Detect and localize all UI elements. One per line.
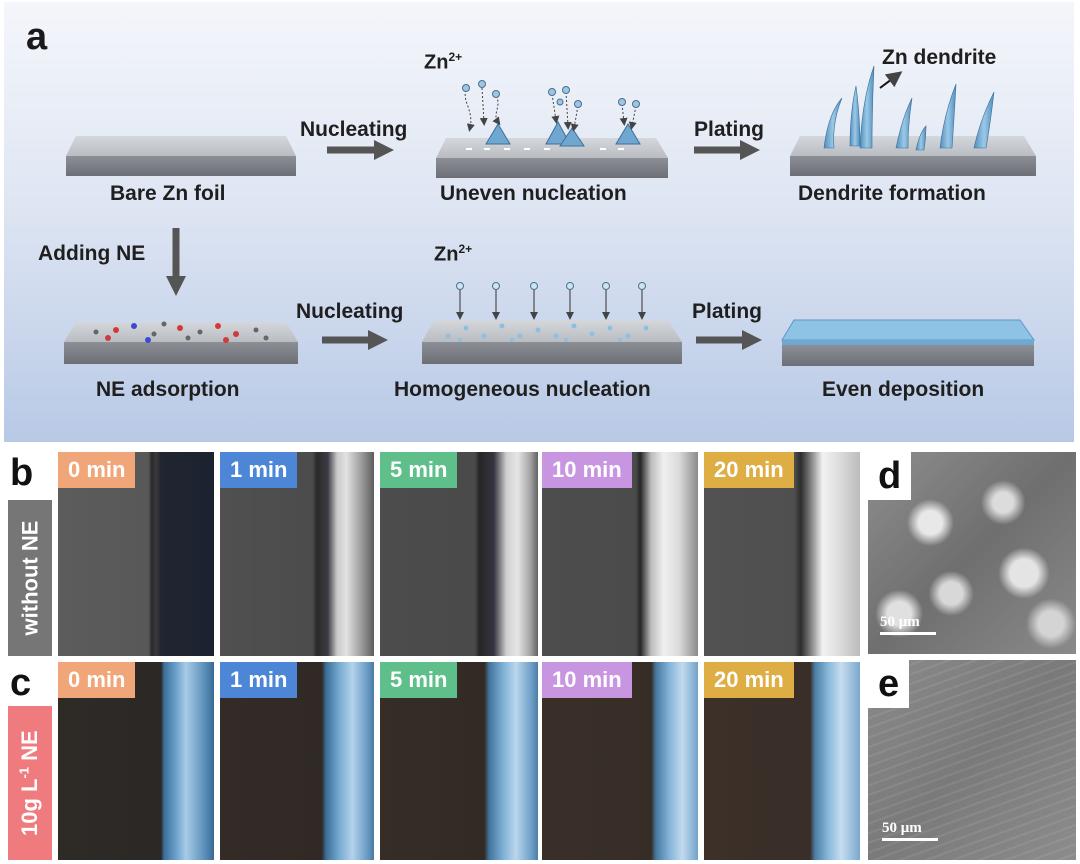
step-plating-2: Plating — [692, 300, 763, 323]
photo-b-1min: 1 min — [220, 452, 374, 656]
even-deposition-foil — [781, 319, 1035, 366]
scale-bar-e: 50 μm — [882, 820, 938, 841]
time-tag-c-1min: 1 min — [220, 662, 298, 698]
row-label-10g-ne: 10g L-1 NE — [8, 706, 52, 860]
sem-image-d: d 50 μm — [868, 452, 1076, 654]
time-tag-10min: 10 min — [542, 452, 632, 488]
photo-c-20min: 20 min — [704, 662, 860, 860]
photo-c-10min: 10 min — [542, 662, 698, 860]
photo-b-5min: 5 min — [380, 452, 538, 656]
zn-ion-label-1: Zn2+ — [424, 50, 463, 74]
photo-c-1min: 1 min — [220, 662, 374, 860]
time-tag-c-0min: 0 min — [58, 662, 136, 698]
step-adding-ne: Adding NE — [38, 242, 146, 265]
caption-uneven-nucleation: Uneven nucleation — [440, 182, 627, 205]
zn-ion-label-2: Zn2+ — [434, 242, 473, 266]
caption-ne-adsorption: NE adsorption — [96, 378, 240, 401]
scale-bar-d: 50 μm — [880, 614, 936, 635]
photo-b-20min: 20 min — [704, 452, 860, 656]
time-tag-c-20min: 20 min — [704, 662, 794, 698]
panel-d-label: d — [868, 452, 912, 500]
row-label-without-ne: without NE — [8, 500, 52, 656]
photo-b-0min: 0 min — [58, 452, 214, 656]
uneven-nucleation-foil — [436, 80, 668, 178]
caption-dendrite-formation: Dendrite formation — [798, 182, 986, 205]
dendrite-formation-foil — [790, 65, 1036, 176]
caption-even-deposition: Even deposition — [822, 378, 985, 401]
panel-a-schematic: a — [4, 2, 1074, 442]
zn-dendrite-label: Zn dendrite — [882, 46, 997, 69]
ne-adsorption-foil — [64, 321, 298, 364]
time-tag-c-10min: 10 min — [542, 662, 632, 698]
step-nucleating-1: Nucleating — [300, 118, 408, 141]
time-tag-c-5min: 5 min — [380, 662, 458, 698]
step-plating-1: Plating — [694, 118, 765, 141]
homogeneous-nucleation-foil — [422, 282, 682, 364]
bare-zn-foil — [66, 136, 296, 176]
photo-c-0min: 0 min — [58, 662, 214, 860]
panel-e-label: e — [868, 660, 910, 708]
sem-image-e: e 50 μm — [868, 660, 1076, 860]
time-tag-5min: 5 min — [380, 452, 458, 488]
panel-a-label: a — [26, 16, 48, 58]
time-tag-1min: 1 min — [220, 452, 298, 488]
caption-homogeneous-nucleation: Homogeneous nucleation — [394, 378, 651, 401]
time-tag-0min: 0 min — [58, 452, 136, 488]
step-nucleating-2: Nucleating — [296, 300, 404, 323]
photo-b-10min: 10 min — [542, 452, 698, 656]
panel-c-label: c — [10, 662, 32, 704]
time-tag-20min: 20 min — [704, 452, 794, 488]
panel-b-label: b — [10, 452, 34, 494]
photo-c-5min: 5 min — [380, 662, 538, 860]
caption-bare-zn-foil: Bare Zn foil — [110, 182, 226, 205]
schematic-illustration — [64, 65, 1036, 366]
